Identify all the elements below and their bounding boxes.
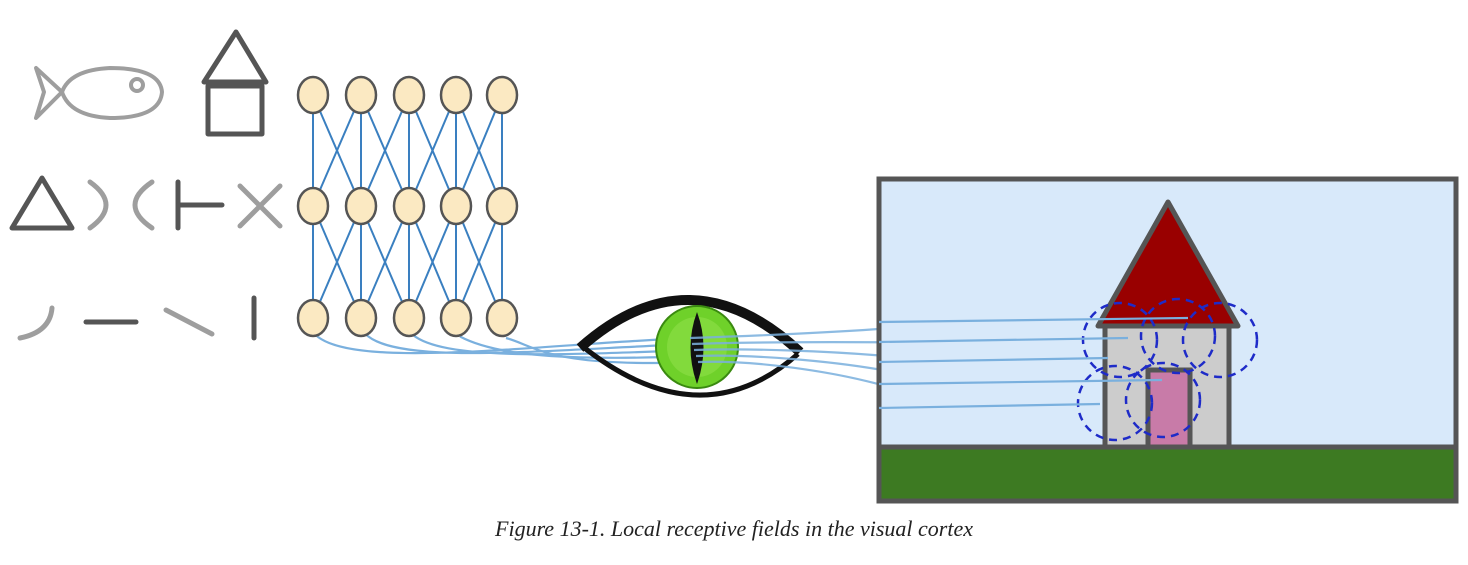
optic-fiber [878, 378, 1163, 386]
house-door [1145, 367, 1193, 450]
neuron [296, 298, 330, 338]
neuron-connection [360, 94, 410, 207]
optic-fiber [878, 402, 1101, 410]
receptive-field [1124, 361, 1202, 439]
figure-caption: Figure 13-1. Local receptive fields in t… [495, 516, 973, 541]
neuron-connection [408, 94, 457, 207]
neuron [344, 186, 378, 226]
diagonal-line-icon [163, 307, 215, 337]
neuron [485, 75, 519, 115]
curve-stroke-icon [17, 305, 55, 341]
receptive-fields [1076, 297, 1259, 442]
neuron-grid [296, 75, 519, 338]
neuron [392, 186, 426, 226]
house-roof [1095, 199, 1241, 329]
neuron [439, 186, 473, 226]
curved-cross-icon [87, 179, 155, 231]
optic-fiber [878, 356, 1109, 364]
neuron [439, 75, 473, 115]
neuron [439, 298, 473, 338]
receptive-field [1139, 297, 1217, 375]
neuron-connection [360, 205, 410, 319]
neuron [296, 75, 330, 115]
optic-fiber [878, 316, 1189, 324]
ground [879, 447, 1456, 501]
optic-fiber [412, 334, 695, 356]
neuron-connection [455, 94, 503, 207]
receptive-field [1081, 301, 1159, 379]
optic-fiber [505, 336, 699, 365]
receptive-field [1076, 364, 1154, 442]
scene-frame [876, 176, 1459, 504]
neuron-connection [455, 205, 503, 319]
neuron [485, 298, 519, 338]
neuron [344, 298, 378, 338]
neuron-connection [408, 205, 457, 319]
optic-fibers-scene [878, 316, 1189, 410]
visual-scene [876, 176, 1459, 504]
neuron [392, 298, 426, 338]
triangle-icon [9, 175, 75, 231]
neuron [485, 186, 519, 226]
neuron-connection [312, 205, 362, 319]
neuron [344, 75, 378, 115]
t-junction-icon [175, 179, 225, 231]
optic-fiber [878, 336, 1129, 344]
optic-fiber [459, 335, 697, 359]
neuron [392, 75, 426, 115]
receptive-field [1181, 301, 1259, 379]
x-cross-icon [237, 183, 283, 229]
feature-icons [9, 29, 283, 341]
neuron [296, 186, 330, 226]
neuron-connection [312, 94, 362, 207]
house [1095, 199, 1241, 450]
house-outline-icon [201, 29, 269, 137]
optic-fibers [312, 331, 699, 365]
fish-icon [34, 66, 164, 120]
